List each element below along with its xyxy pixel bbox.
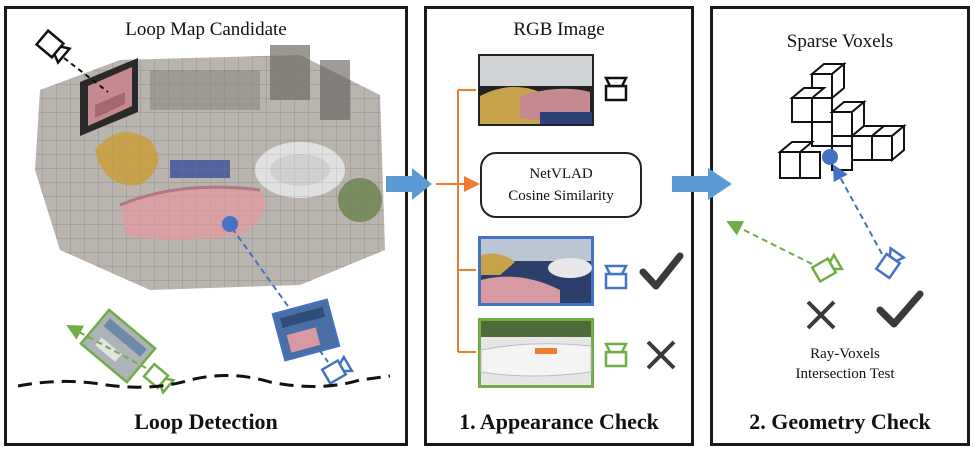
projected-image-plane: [80, 58, 138, 136]
camera-icon: [34, 28, 72, 65]
blue-camera-frame: [271, 298, 341, 362]
sparse-voxel-cubes: [777, 61, 907, 179]
cross-icon-appearance: [646, 340, 676, 370]
trajectory-line: [17, 374, 391, 389]
green-camera-icon: [142, 362, 176, 395]
candidate-image-green: [478, 318, 594, 388]
orange-branch-lines: [436, 89, 480, 353]
black-camera-icon: [603, 76, 629, 102]
cosine-similarity-label: Cosine Similarity: [508, 188, 614, 204]
rgb-image-title: RGB Image: [513, 19, 605, 40]
query-rgb-image: [478, 54, 594, 126]
cross-icon-geometry: [806, 300, 836, 330]
query-point: [222, 216, 238, 232]
sparse-voxels-title: Sparse Voxels: [786, 31, 894, 52]
ray-voxels-label: Ray-Voxels: [810, 346, 880, 362]
loop-detection-label: Loop Detection: [134, 409, 278, 434]
geometry-check-label: 2. Geometry Check: [749, 409, 931, 434]
point-cloud-map: [35, 45, 385, 290]
netvlad-retrieval-box: NetVLAD Cosine Similarity: [480, 152, 642, 218]
netvlad-label: NetVLAD: [529, 166, 593, 182]
arrow-to-appearance: [386, 168, 432, 200]
intersection-test-label: Intersection Test: [795, 366, 895, 382]
blue-camera-icon: [320, 354, 355, 386]
candidate-image-blue: [478, 236, 594, 306]
arrow-to-geometry: [672, 168, 732, 200]
appearance-check-label: 1. Appearance Check: [459, 409, 659, 434]
blue-camera-icon-2: [603, 264, 629, 290]
geometry-check-panel: Sparse Voxels 2. Geometry Check: [710, 6, 970, 446]
blue-camera-icon-3: [874, 246, 907, 280]
voxel-hit-point: [822, 149, 838, 165]
green-camera-icon-3: [810, 252, 845, 284]
green-camera-frame: [79, 308, 157, 384]
loop-map-title: Loop Map Candidate: [125, 19, 287, 40]
check-icon-appearance: [639, 252, 684, 290]
check-icon-geometry: [876, 290, 924, 328]
intersection-test-text: Ray-Voxels Intersection Test: [770, 344, 920, 384]
green-camera-icon-2: [603, 342, 629, 368]
